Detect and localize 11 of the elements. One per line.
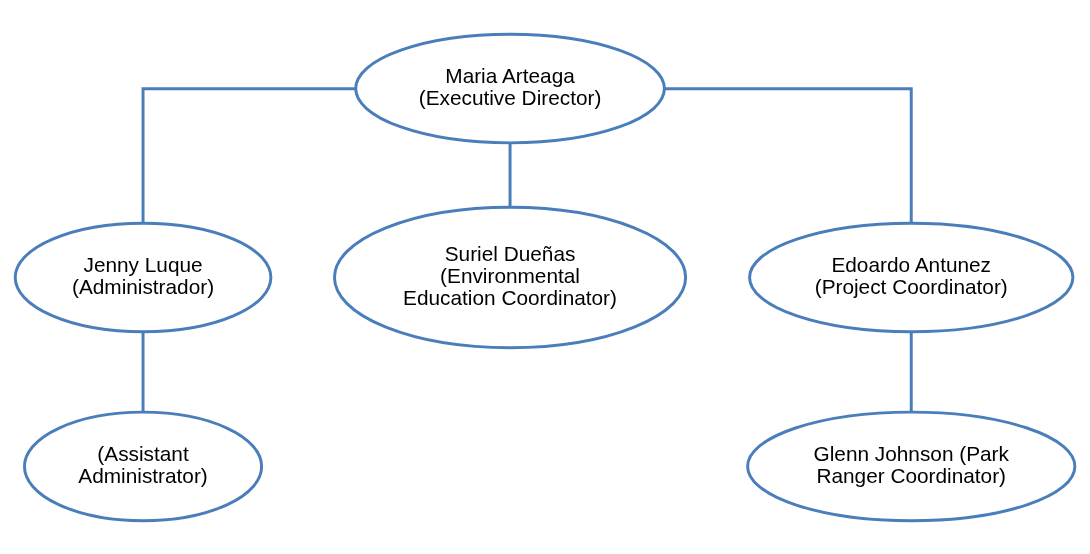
node-ellipse: Maria Arteaga (Executive Director) <box>354 32 666 144</box>
node-ellipse: Edoardo Antunez (Project Coordinator) <box>748 221 1075 333</box>
node-ellipse: Jenny Luque (Administrador) <box>13 221 273 333</box>
connector <box>141 331 145 411</box>
node-ellipse: (Assistant Administrator) <box>22 410 264 522</box>
connector <box>909 331 913 411</box>
node-ellipse: Suriel Dueñas (Environmental Education Coordinator) <box>333 205 688 349</box>
connector <box>664 86 913 222</box>
node-ellipse: Glenn Johnson (Park Ranger Coordinator) <box>746 410 1077 522</box>
connector <box>508 142 512 207</box>
connector <box>141 86 356 222</box>
